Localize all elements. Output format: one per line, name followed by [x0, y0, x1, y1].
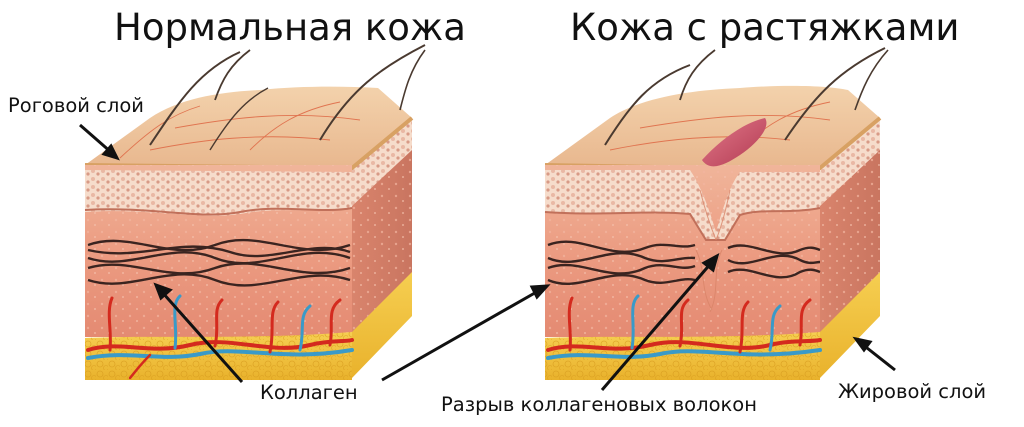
collagen-rupture-label: Разрыв коллагеновых волокон: [441, 393, 757, 416]
blood-vessels-stretch: [546, 294, 822, 360]
normal-skin-block: [84, 44, 426, 380]
stretch-skin-block: [544, 47, 889, 380]
stretch-skin-title: Кожа с растяжками: [570, 6, 960, 49]
horny-layer-pointer: [79, 123, 113, 155]
collagen-fibers-normal: [87, 238, 351, 287]
fat-layer-label: Жировой слой: [838, 380, 987, 403]
fat-layer-pointer: [861, 342, 896, 372]
collagen-pointer-right: [381, 288, 541, 382]
horny-layer-label: Роговой слой: [8, 94, 144, 117]
pointer-lines: [79, 123, 896, 391]
normal-skin-title: Нормальная кожа: [114, 6, 466, 49]
collagen-fibers-broken: [547, 240, 821, 286]
collagen-label: Коллаген: [260, 381, 358, 404]
rupture-pointer: [600, 261, 714, 391]
collagen-pointer-left: [160, 291, 244, 383]
blood-vessels-normal: [86, 294, 354, 380]
